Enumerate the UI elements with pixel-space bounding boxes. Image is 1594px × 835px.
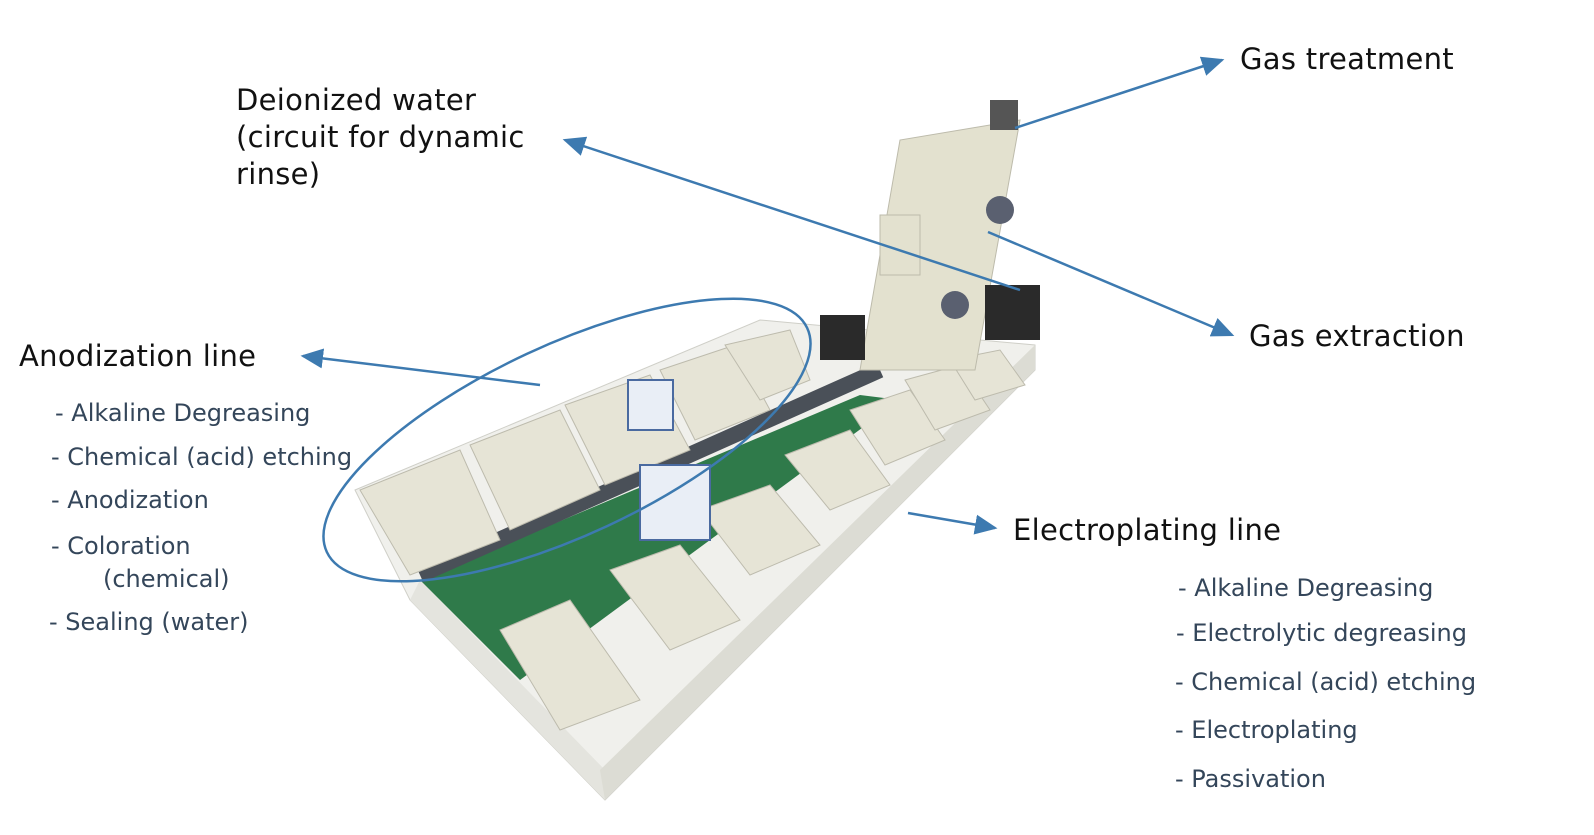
label-anodization-line: Anodization line <box>19 339 257 373</box>
anodization-highlight-ellipse <box>322 297 812 583</box>
arrow-anodization-line <box>300 348 541 387</box>
arrow-gas-treatment <box>1014 56 1225 130</box>
label-deionized-water-2: (circuit for dynamic <box>236 120 525 154</box>
anodization-step: - Anodization <box>51 486 209 514</box>
anodization-step: - Sealing (water) <box>49 608 249 636</box>
electroplating-step: - Passivation <box>1175 765 1326 793</box>
annotation-arrows <box>300 56 1235 583</box>
anodization-step: - Coloration <box>51 532 191 560</box>
anodization-step-cont: (chemical) <box>103 565 230 593</box>
electroplating-step: - Alkaline Degreasing <box>1178 574 1434 602</box>
electroplating-step: - Chemical (acid) etching <box>1175 668 1477 696</box>
arrow-deionized-water <box>562 136 1021 292</box>
label-deionized-water-1: Deionized water <box>236 83 477 117</box>
label-gas-extraction: Gas extraction <box>1249 319 1465 353</box>
anodization-step: - Chemical (acid) etching <box>51 443 353 471</box>
label-deionized-water-3: rinse) <box>236 157 321 191</box>
electroplating-step: - Electroplating <box>1175 716 1358 744</box>
anodization-step: - Alkaline Degreasing <box>55 399 311 427</box>
arrow-electroplating-line <box>907 511 998 535</box>
label-electroplating-line: Electroplating line <box>1013 513 1282 547</box>
electroplating-step: - Electrolytic degreasing <box>1176 619 1467 647</box>
plating-machine-image <box>354 100 1040 801</box>
label-gas-treatment: Gas treatment <box>1240 42 1454 76</box>
arrow-gas-extraction <box>987 230 1235 337</box>
